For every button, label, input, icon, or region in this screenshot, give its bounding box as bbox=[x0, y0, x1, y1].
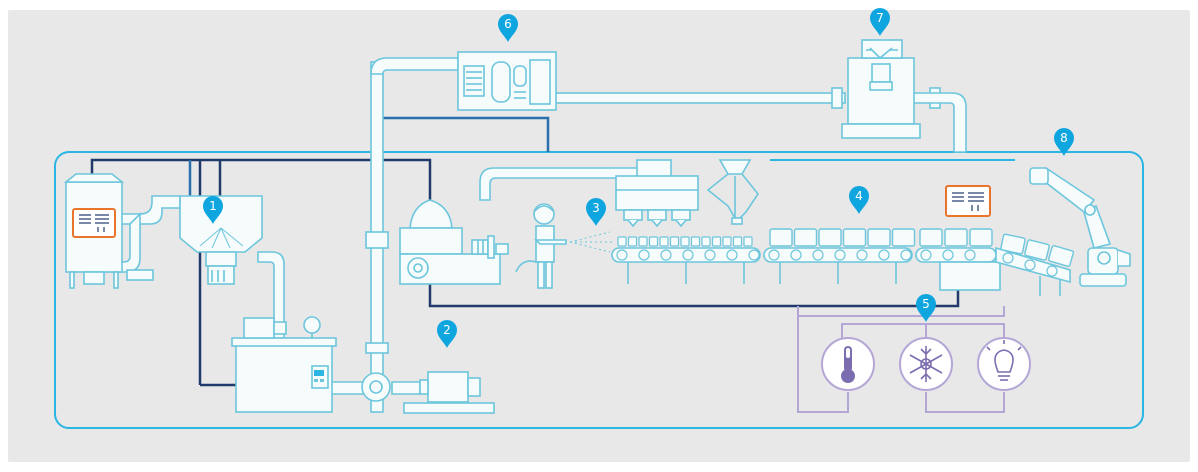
marker-4: 4 bbox=[849, 186, 869, 214]
spray-lines bbox=[569, 231, 612, 253]
small-package bbox=[659, 236, 669, 247]
conveyor-roller bbox=[900, 249, 912, 261]
marker-pin bbox=[586, 198, 606, 226]
small-package bbox=[627, 236, 638, 247]
small-packages bbox=[617, 236, 753, 247]
conveyor-roller bbox=[726, 249, 738, 261]
plant-frame bbox=[54, 151, 1144, 429]
conveyor-rollers bbox=[616, 249, 1058, 277]
conveyor-roller bbox=[790, 249, 802, 261]
lightbulb-icon bbox=[977, 337, 1031, 391]
sanitation-worker bbox=[515, 203, 567, 289]
large-package bbox=[944, 228, 968, 247]
step-markers: 1 2 3 4 5 6 7 8 bbox=[203, 8, 1074, 348]
marker-6: 6 bbox=[498, 14, 518, 42]
small-package bbox=[638, 236, 648, 247]
delta-robot-picker bbox=[706, 159, 759, 225]
tank-control-panel bbox=[72, 208, 116, 238]
conveyor-roller bbox=[616, 249, 628, 261]
conveyor-roller bbox=[920, 249, 932, 261]
conveyor-roller bbox=[942, 249, 954, 261]
marker-pin bbox=[870, 8, 890, 36]
small-package bbox=[617, 236, 627, 247]
small-package bbox=[732, 236, 743, 247]
large-package bbox=[919, 228, 943, 247]
mixing-tank bbox=[179, 195, 263, 285]
conveyor-roller bbox=[878, 249, 890, 261]
conveyor-control-panel bbox=[945, 185, 991, 217]
marker-label: 4 bbox=[855, 189, 863, 203]
robot-arm bbox=[1029, 166, 1131, 287]
conveyor-roller bbox=[682, 249, 694, 261]
conveyor-roller bbox=[1046, 265, 1058, 277]
marker-label: 3 bbox=[592, 201, 600, 215]
small-package bbox=[743, 236, 753, 247]
marker-8: 8 bbox=[1054, 128, 1074, 156]
large-package bbox=[969, 228, 993, 247]
large-package bbox=[842, 228, 867, 247]
lightbulb-control bbox=[977, 337, 1031, 391]
centrifuge-separator bbox=[399, 199, 509, 285]
marker-pin bbox=[916, 294, 936, 322]
conveyor-roller bbox=[834, 249, 846, 261]
control-cabinet bbox=[457, 51, 557, 111]
small-package bbox=[711, 236, 722, 247]
snowflake-control bbox=[899, 337, 953, 391]
large-package bbox=[891, 228, 916, 247]
marker-pin bbox=[498, 14, 518, 42]
small-package bbox=[669, 236, 680, 247]
small-package bbox=[690, 236, 701, 247]
large-package bbox=[867, 228, 891, 247]
conveyor-roller bbox=[748, 249, 760, 261]
marker-3: 3 bbox=[586, 198, 606, 226]
marker-label: 2 bbox=[443, 323, 451, 337]
marker-label: 1 bbox=[209, 199, 217, 213]
marker-pin bbox=[203, 196, 223, 224]
control-lines bbox=[797, 306, 1005, 413]
small-package bbox=[701, 236, 711, 247]
conveyor-roller bbox=[1002, 252, 1014, 264]
large-package bbox=[1000, 233, 1026, 255]
conveyor-roller bbox=[704, 249, 716, 261]
marker-7: 7 bbox=[870, 8, 890, 36]
mixer-spray-lines bbox=[199, 227, 244, 249]
marker-pin bbox=[1054, 128, 1074, 156]
rooftop-unit bbox=[841, 39, 921, 139]
marker-2: 2 bbox=[437, 320, 457, 348]
conveyor-roller bbox=[964, 249, 976, 261]
conveyor-roller bbox=[812, 249, 824, 261]
marker-label: 7 bbox=[876, 11, 884, 25]
processing-unit bbox=[231, 316, 337, 413]
filling-machine bbox=[615, 175, 699, 228]
marker-1: 1 bbox=[203, 196, 223, 224]
marker-pin bbox=[437, 320, 457, 348]
large-package bbox=[769, 228, 793, 247]
marker-label: 5 bbox=[922, 297, 930, 311]
conveyor-roller bbox=[660, 249, 672, 261]
conveyor-roller bbox=[856, 249, 868, 261]
conveyor-roller bbox=[638, 249, 650, 261]
marker-label: 6 bbox=[504, 17, 512, 31]
large-package bbox=[793, 228, 818, 247]
unit-display bbox=[314, 370, 324, 382]
marker-label: 8 bbox=[1060, 131, 1068, 145]
marker-pin bbox=[849, 186, 869, 214]
small-package bbox=[722, 236, 732, 247]
conveyor-roller bbox=[1024, 259, 1036, 271]
large-package bbox=[1047, 245, 1075, 267]
conveyor-roller bbox=[768, 249, 780, 261]
large-package bbox=[1024, 239, 1050, 261]
large-package bbox=[818, 228, 842, 247]
pump bbox=[361, 371, 495, 414]
thermometer-control bbox=[821, 337, 875, 391]
marker-5: 5 bbox=[916, 294, 936, 322]
small-package bbox=[648, 236, 659, 247]
large-packages bbox=[769, 228, 1075, 267]
small-package bbox=[680, 236, 690, 247]
